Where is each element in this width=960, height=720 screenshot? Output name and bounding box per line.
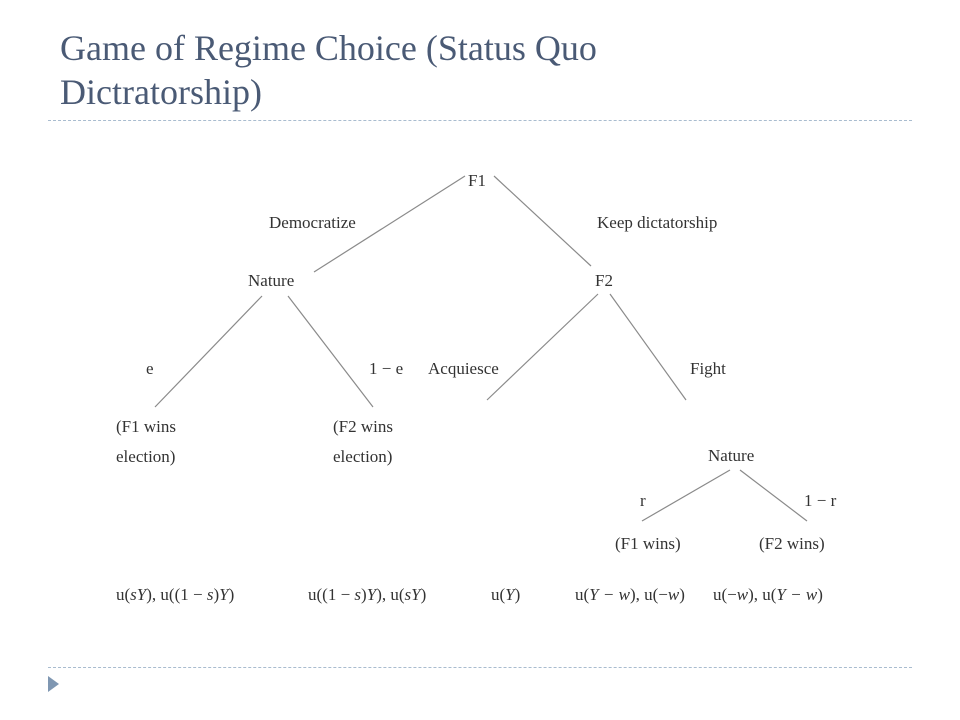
action-democratize: Democratize <box>269 213 356 232</box>
outcome-f1-wins-election-line2: election) <box>116 447 175 466</box>
prob-1-minus-r: 1 − r <box>804 491 837 510</box>
edge-nature-to-f2-wins <box>287 295 374 408</box>
payoff-democratize-f1-wins: u(sY), u((1 − s)Y) <box>116 585 234 604</box>
payoff-acquiesce: u(Y) <box>491 585 520 604</box>
title-line-1: Game of Regime Choice (Status Quo <box>60 28 597 68</box>
edge-f1-to-f2 <box>493 175 592 267</box>
action-acquiesce: Acquiesce <box>428 359 499 378</box>
edge-nature2-to-f2-wins <box>739 469 808 522</box>
outcome-f1-wins-election-line1: (F1 wins <box>116 417 176 436</box>
outcome-f2-wins-election-line1: (F2 wins <box>333 417 393 436</box>
node-f1: F1 <box>468 171 486 190</box>
outcome-f1-wins: (F1 wins) <box>615 534 681 553</box>
prob-1-minus-e: 1 − e <box>369 359 403 378</box>
prob-r: r <box>640 491 646 510</box>
prob-e: e <box>146 359 154 378</box>
edge-nature2-to-f1-wins <box>641 469 731 522</box>
node-nature-2: Nature <box>708 446 754 465</box>
outcome-f2-wins-election-line2: election) <box>333 447 392 466</box>
payoff-democratize-f2-wins: u((1 − s)Y), u(sY) <box>308 585 426 604</box>
edge-nature-to-f1-wins <box>154 295 263 408</box>
payoff-fight-f1-wins: u(Y − w), u(−w) <box>575 585 685 604</box>
edge-f1-to-nature <box>313 175 466 273</box>
edge-f2-fight <box>609 293 687 401</box>
action-keep-dictatorship: Keep dictatorship <box>597 213 717 232</box>
edge-f2-acquiesce <box>486 293 599 401</box>
node-f2: F2 <box>595 271 613 290</box>
bullet-triangle-icon <box>48 676 59 692</box>
slide-title: Game of Regime Choice (Status Quo Dictra… <box>60 26 920 114</box>
top-divider <box>48 120 912 121</box>
bottom-divider <box>48 667 912 668</box>
node-nature-1: Nature <box>248 271 294 290</box>
title-line-2: Dictratorship) <box>60 72 262 112</box>
action-fight: Fight <box>690 359 726 378</box>
payoff-fight-f2-wins: u(−w), u(Y − w) <box>713 585 823 604</box>
outcome-f2-wins: (F2 wins) <box>759 534 825 553</box>
